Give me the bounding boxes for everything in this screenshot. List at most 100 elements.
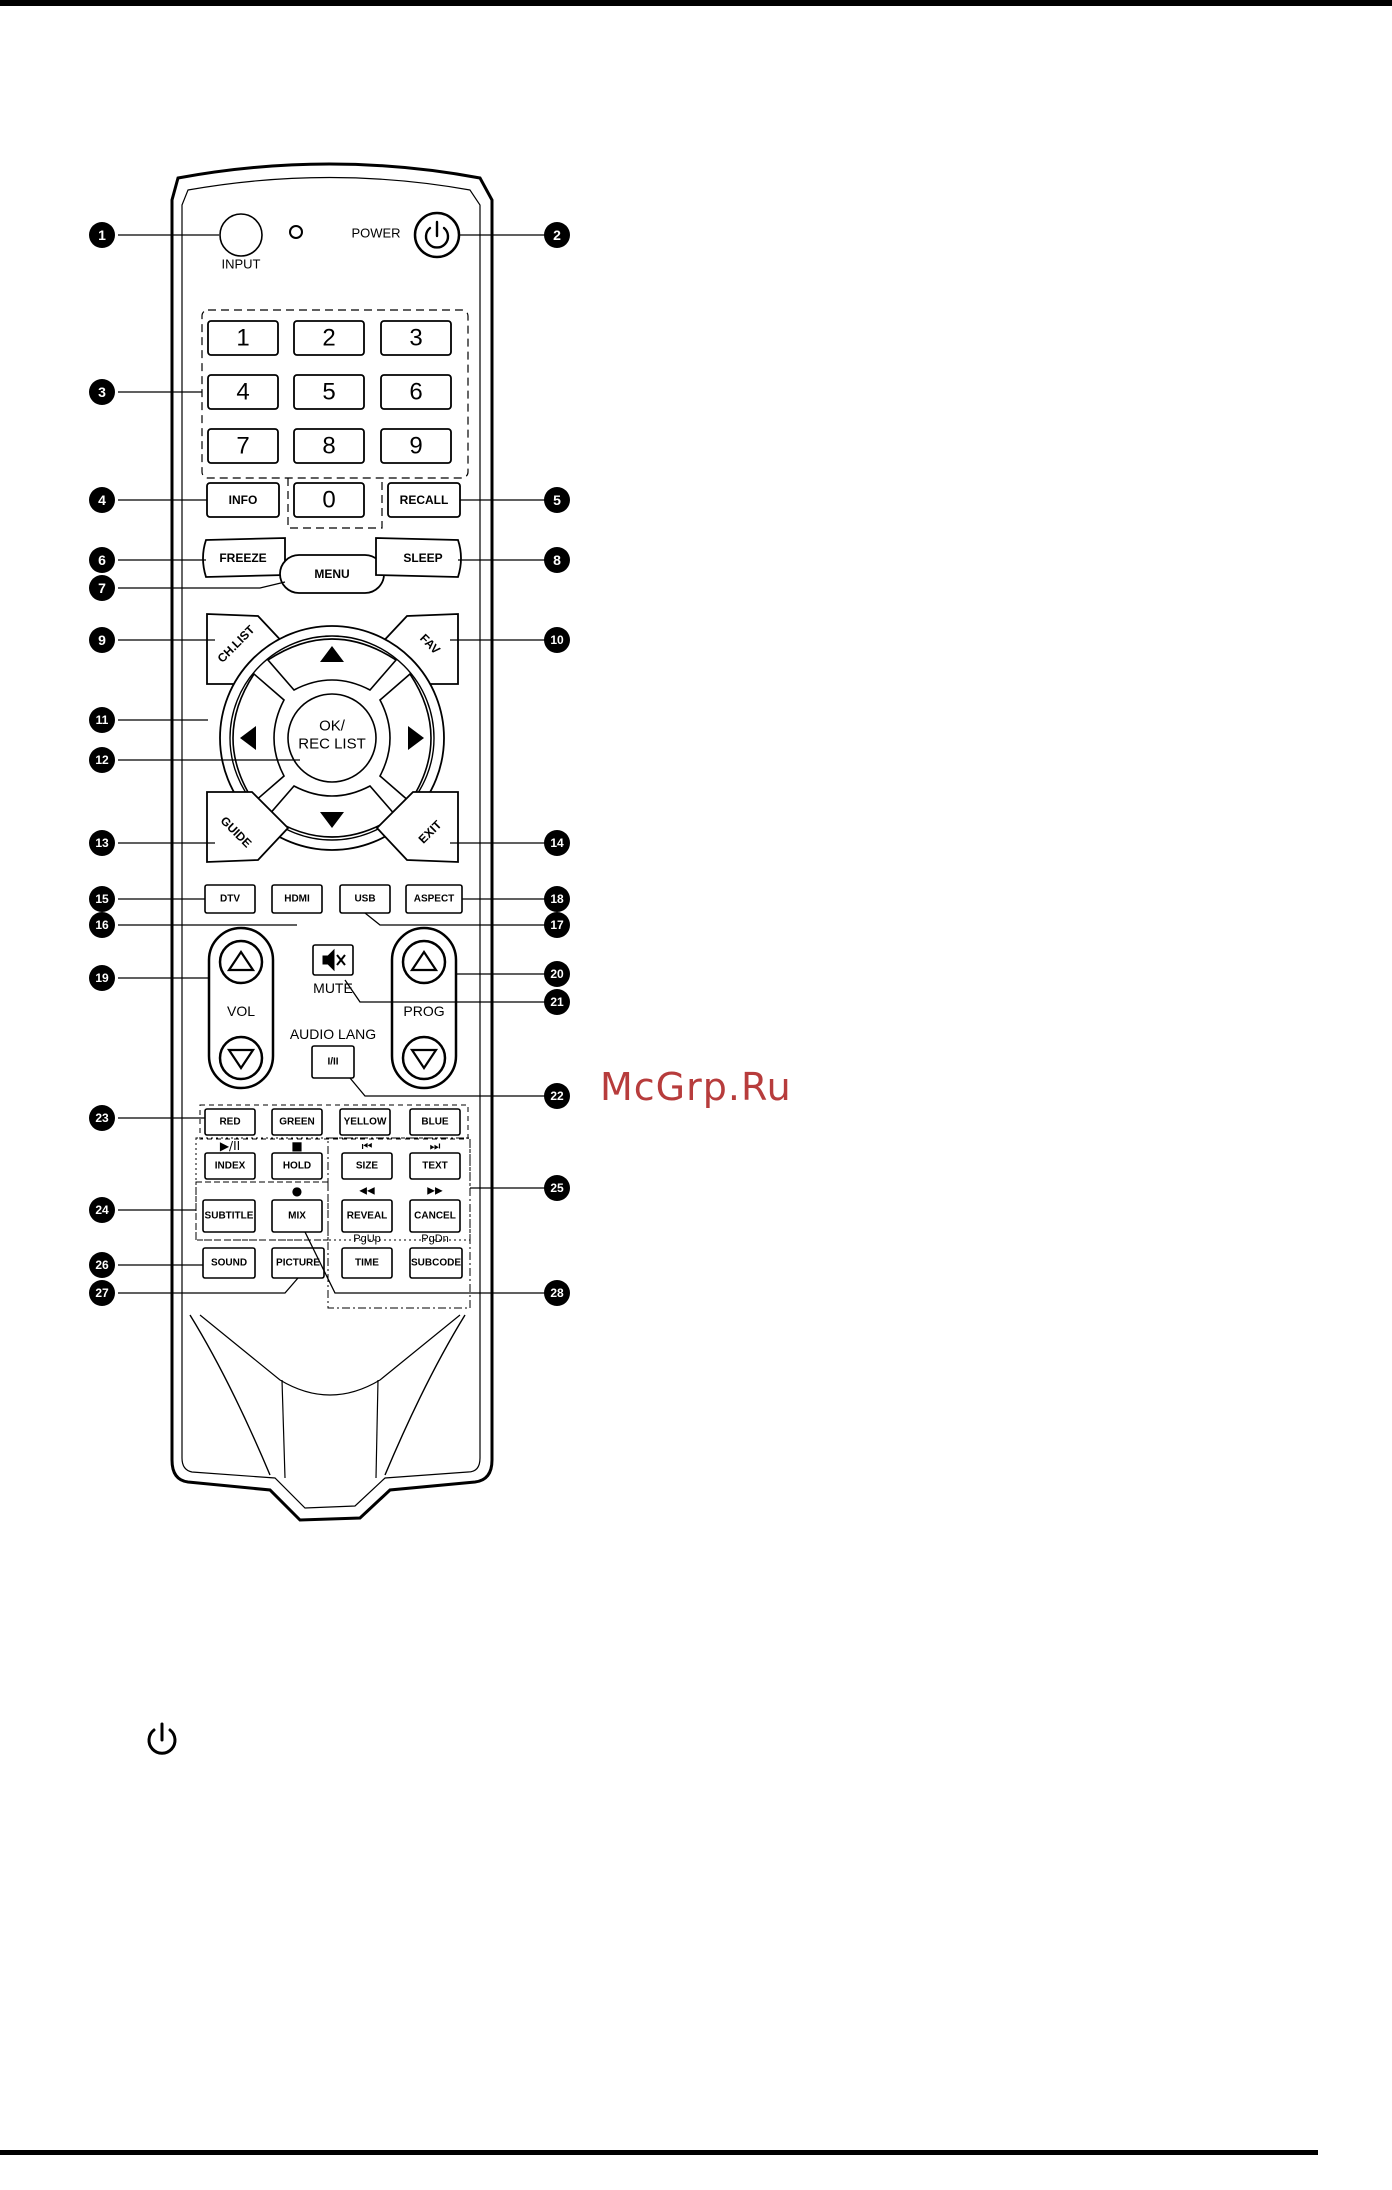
callout-number: 26 (95, 1258, 109, 1272)
watermark: McGrp.Ru (600, 1065, 792, 1109)
subtitle-label: SUBTITLE (205, 1211, 254, 1222)
prog-down-button[interactable] (401, 1035, 447, 1081)
callout-number: 19 (95, 971, 109, 985)
rewind-glyph: ◀◀ (359, 1186, 375, 1197)
subtitle-mix-group (195, 1181, 329, 1241)
size-button[interactable]: SIZE (341, 1152, 393, 1180)
reveal-button[interactable]: REVEAL (341, 1199, 393, 1233)
number-key-7[interactable]: 7 (207, 428, 279, 464)
sleep-button[interactable]: SLEEP (375, 537, 462, 578)
stop-glyph: ■ (291, 1139, 302, 1153)
hold-button[interactable]: HOLD (271, 1152, 323, 1180)
callout-27: 27 (89, 1280, 115, 1306)
callout-14: 14 (544, 830, 570, 856)
callout-number: 16 (95, 918, 109, 932)
yellow-button[interactable]: YELLOW (339, 1108, 391, 1136)
nav-up-button[interactable] (266, 638, 398, 692)
callout-15: 15 (89, 886, 115, 912)
number-key-label: 6 (409, 379, 422, 406)
number-key-1[interactable]: 1 (207, 320, 279, 356)
freeze-button[interactable]: FREEZE (202, 537, 286, 578)
number-key-6[interactable]: 6 (380, 374, 452, 410)
callout-number: 24 (95, 1203, 109, 1217)
text-label: TEXT (422, 1161, 448, 1172)
green-button[interactable]: GREEN (271, 1108, 323, 1136)
recall-label: RECALL (400, 493, 449, 507)
number-key-label: 2 (322, 325, 335, 352)
number-key-label: 8 (322, 433, 335, 460)
hold-label: HOLD (283, 1161, 311, 1172)
dtv-label: DTV (220, 894, 240, 905)
indicator-led (289, 225, 303, 239)
number-key-label: 4 (236, 379, 249, 406)
info-button[interactable]: INFO (206, 482, 280, 518)
callout-18: 18 (544, 886, 570, 912)
prog-up-icon (409, 950, 439, 972)
subcode-button[interactable]: SUBCODE (409, 1247, 463, 1279)
prog-up-button[interactable] (401, 939, 447, 985)
audio-lang-button[interactable]: I/II (311, 1045, 355, 1079)
arrow-left-icon (240, 726, 256, 750)
callout-number: 25 (550, 1181, 564, 1195)
number-key-3[interactable]: 3 (380, 320, 452, 356)
number-key-2[interactable]: 2 (293, 320, 365, 356)
number-key-label: 9 (409, 433, 422, 460)
picture-button[interactable]: PICTURE (271, 1247, 325, 1279)
number-key-0[interactable]: 0 (293, 482, 365, 518)
callout-number: 20 (550, 967, 564, 981)
callout-number: 12 (95, 753, 109, 767)
hdmi-button[interactable]: HDMI (271, 884, 323, 914)
green-label: GREEN (279, 1117, 315, 1128)
callout-4: 4 (89, 487, 115, 513)
callout-number: 8 (553, 552, 561, 568)
number-key-9[interactable]: 9 (380, 428, 452, 464)
forward-glyph: ▶▶ (427, 1186, 443, 1197)
subtitle-button[interactable]: SUBTITLE (202, 1199, 256, 1233)
callout-5: 5 (544, 487, 570, 513)
guide-button[interactable]: GUIDE (206, 791, 290, 863)
number-key-4[interactable]: 4 (207, 374, 279, 410)
time-button[interactable]: TIME (341, 1247, 393, 1279)
callout-number: 2 (553, 227, 561, 243)
blue-button[interactable]: BLUE (409, 1108, 461, 1136)
index-button[interactable]: INDEX (204, 1152, 256, 1180)
callout-number: 1 (98, 227, 106, 243)
callout-7: 7 (89, 575, 115, 601)
callout-12: 12 (89, 747, 115, 773)
ok-rec-list-button[interactable]: OK/ REC LIST (287, 693, 377, 783)
callout-28: 28 (544, 1280, 570, 1306)
number-key-8[interactable]: 8 (293, 428, 365, 464)
usb-button[interactable]: USB (339, 884, 391, 914)
mix-button[interactable]: MIX (271, 1199, 323, 1233)
power-icon (147, 1722, 177, 1755)
number-key-5[interactable]: 5 (293, 374, 365, 410)
vol-up-button[interactable] (218, 939, 264, 985)
prog-down-icon (409, 1048, 439, 1070)
input-button[interactable] (219, 213, 263, 257)
menu-label: MENU (314, 567, 349, 581)
callout-number: 14 (550, 836, 564, 850)
mute-button[interactable] (312, 944, 354, 976)
prev-glyph: ⏮ (362, 1139, 373, 1153)
mute-label: MUTE (313, 980, 353, 996)
vol-down-icon (226, 1048, 256, 1070)
exit-button[interactable]: EXIT (375, 791, 459, 863)
input-label: INPUT (222, 257, 261, 272)
callout-number: 10 (550, 633, 564, 647)
rec-list-label: REC LIST (298, 736, 366, 753)
menu-button[interactable]: MENU (279, 554, 385, 594)
callout-number: 27 (95, 1286, 109, 1300)
aspect-button[interactable]: ASPECT (405, 884, 463, 914)
red-button[interactable]: RED (204, 1108, 256, 1136)
power-button[interactable] (413, 211, 461, 259)
cancel-button[interactable]: CANCEL (409, 1199, 461, 1233)
vol-down-button[interactable] (218, 1035, 264, 1081)
callout-number: 18 (550, 892, 564, 906)
sound-button[interactable]: SOUND (202, 1247, 256, 1279)
zero-key-group (287, 478, 383, 529)
dtv-button[interactable]: DTV (204, 884, 256, 914)
recall-button[interactable]: RECALL (387, 482, 461, 518)
callout-13: 13 (89, 830, 115, 856)
text-button[interactable]: TEXT (409, 1152, 461, 1180)
arrow-right-icon (408, 726, 424, 750)
